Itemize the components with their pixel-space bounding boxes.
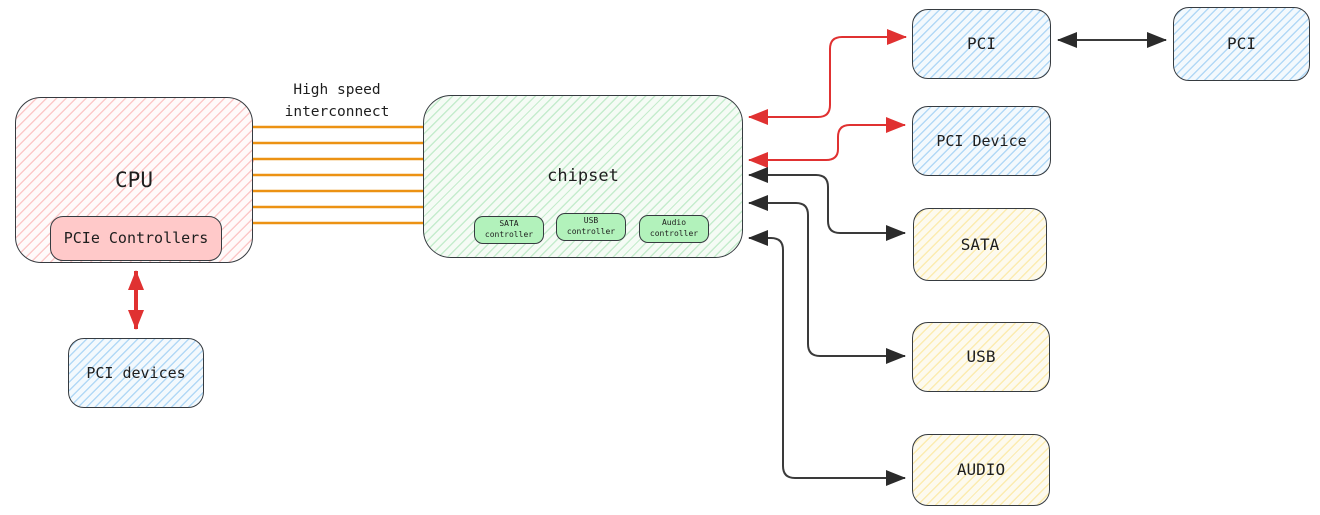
node-pci-device[interactable]: PCI Device [912,106,1051,176]
node-sata[interactable]: SATA [913,208,1047,281]
node-audio-controller[interactable]: Audio controller [639,215,709,243]
node-cpu-label: CPU [115,167,153,192]
edge-chipset-pci-device [748,117,906,168]
node-chipset-label: chipset [547,166,619,187]
node-usb-label: USB [966,347,996,367]
node-sata-controller[interactable]: SATA controller [474,216,544,244]
edge-cpu-chipset-bus [251,125,426,225]
node-usb-controller[interactable]: USB controller [556,213,626,241]
edge-chipset-audio [748,230,906,486]
node-sata-controller-label: SATA controller [484,219,534,239]
edge-chipset-usb [748,195,906,364]
node-usb-controller-label: USB controller [566,216,616,236]
node-audio[interactable]: AUDIO [912,434,1050,506]
node-pci-device-label: PCI Device [936,131,1027,150]
node-pci-devices[interactable]: PCI devices [68,338,204,408]
node-audio-label: AUDIO [956,460,1006,480]
node-usb[interactable]: USB [912,322,1050,392]
interconnect-label: High speed interconnect [284,82,390,120]
node-pci-devices-label: PCI devices [86,363,186,382]
node-audio-controller-label: Audio controller [649,218,699,238]
node-pcie-controllers[interactable]: PCIe Controllers [50,216,222,261]
node-sata-label: SATA [960,234,1000,254]
node-pci[interactable]: PCI [912,9,1051,79]
edge-chipset-pci [748,29,907,125]
node-pci-right[interactable]: PCI [1173,7,1310,81]
edge-chipset-sata [748,167,906,241]
node-pci-label: PCI [967,34,996,54]
node-pcie-controllers-label: PCIe Controllers [63,229,209,248]
node-pci-right-label: PCI [1227,34,1256,54]
